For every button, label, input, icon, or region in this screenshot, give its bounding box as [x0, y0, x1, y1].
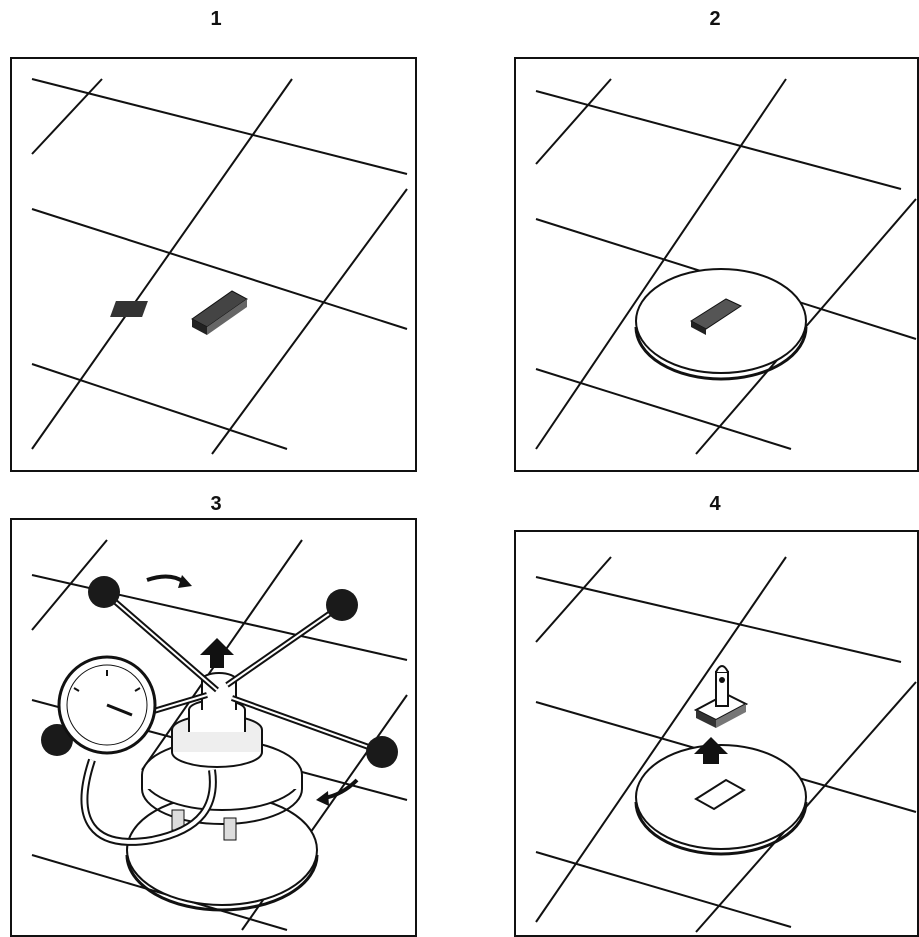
- rotate-arrow-icon: [147, 576, 184, 582]
- step-2-number: 2: [695, 8, 735, 31]
- tile-sample: [110, 291, 247, 335]
- step-1-number: 1: [196, 8, 236, 31]
- handle-knob-icon: [366, 736, 398, 768]
- step-3-apparatus: [12, 520, 415, 935]
- dolly-fixture: [696, 666, 746, 728]
- disc-fixture: [636, 269, 806, 379]
- step-4-number: 4: [695, 493, 735, 516]
- step-1-grid: [12, 59, 415, 470]
- up-arrow-icon: [200, 638, 234, 668]
- handle-knob-icon: [326, 589, 358, 621]
- disc-with-window: [636, 745, 806, 854]
- step-3-panel: [10, 518, 417, 937]
- step-2-grid: [516, 59, 917, 470]
- handle-knob-icon: [88, 576, 120, 608]
- step-2-panel: [514, 57, 919, 472]
- step-3-number: 3: [196, 493, 236, 516]
- step-4-grid: [516, 532, 917, 935]
- step-1-panel: [10, 57, 417, 472]
- step-4-panel: [514, 530, 919, 937]
